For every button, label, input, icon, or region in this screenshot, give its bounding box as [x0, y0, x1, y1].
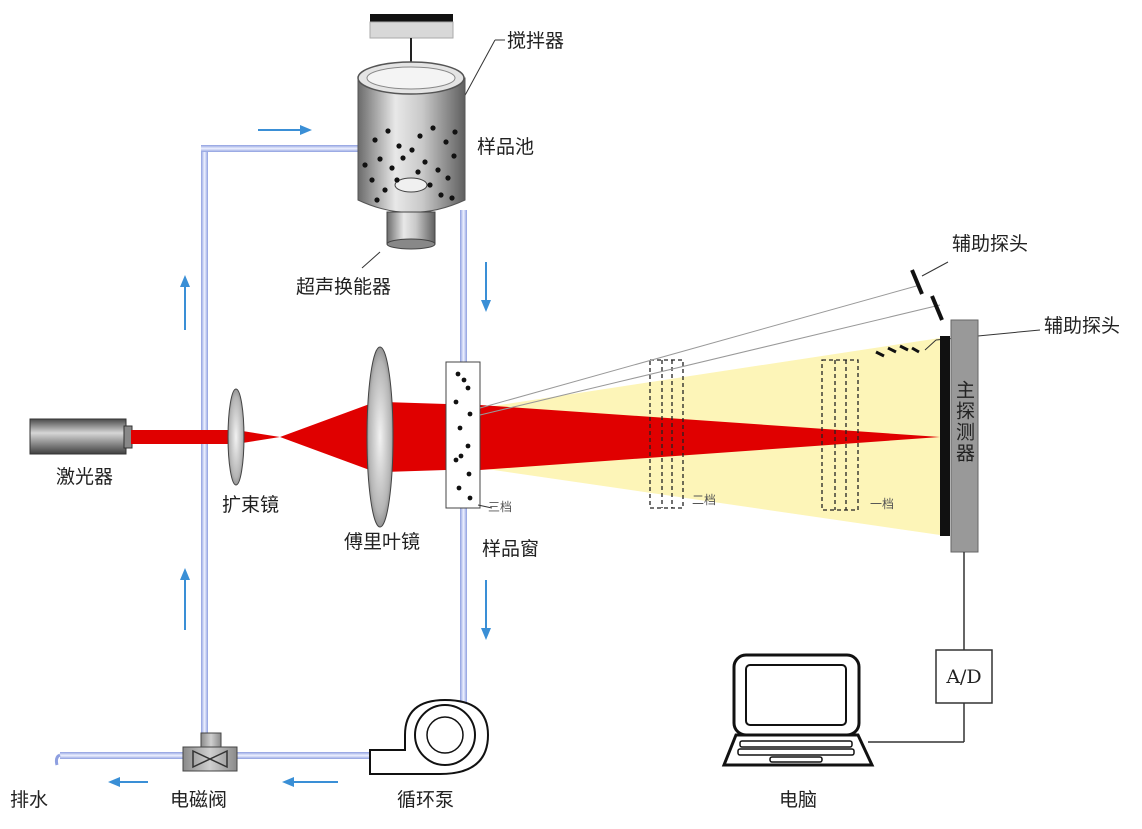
aux-probes	[479, 261, 1041, 416]
label-drain: 排水	[10, 789, 48, 811]
label-ultrasonic: 超声换能器	[296, 276, 391, 298]
scattered-light	[480, 338, 940, 535]
label-sample-pool: 样品池	[477, 136, 534, 158]
label-ad: A/D	[945, 666, 981, 688]
label-laser: 激光器	[56, 466, 113, 488]
laser	[29, 418, 133, 455]
label-main-detector: 主探测器	[953, 380, 975, 464]
signal-wires	[868, 552, 965, 743]
gear-frames	[649, 359, 859, 511]
ultrasonic-transducer	[361, 211, 436, 269]
label-computer: 电脑	[779, 789, 817, 811]
sample-window	[445, 361, 493, 509]
label-solenoid-valve: 电磁阀	[170, 789, 227, 811]
laptop-icon	[721, 653, 875, 767]
label-aux-probe-1: 辅助探头	[952, 233, 1028, 255]
solenoid-valve	[182, 732, 238, 772]
sample-pool	[357, 61, 466, 213]
fourier-lens	[366, 346, 394, 528]
label-gear1: 一档	[870, 497, 894, 511]
label-stirrer: 搅拌器	[507, 30, 564, 52]
labels: 搅拌器 样品池 超声换能器 激光器 扩束镜 傅里叶镜 样品窗 三档 二档 一档 …	[10, 30, 1120, 811]
ad-converter	[935, 649, 993, 704]
laser-beam	[131, 402, 446, 472]
circulation-pump	[369, 698, 490, 775]
label-gear3: 三档	[488, 500, 512, 514]
label-beam-expander: 扩束镜	[222, 494, 279, 516]
flow-arrows	[108, 125, 491, 787]
label-sample-window: 样品窗	[482, 538, 539, 560]
beam-expander	[227, 388, 245, 486]
label-pump: 循环泵	[397, 789, 454, 811]
label-gear2: 二档	[692, 493, 716, 507]
main-detector	[940, 319, 979, 553]
label-aux-probe-2: 辅助探头	[1044, 315, 1120, 337]
sample-particles	[362, 125, 458, 203]
label-fourier-lens: 傅里叶镜	[344, 531, 420, 553]
